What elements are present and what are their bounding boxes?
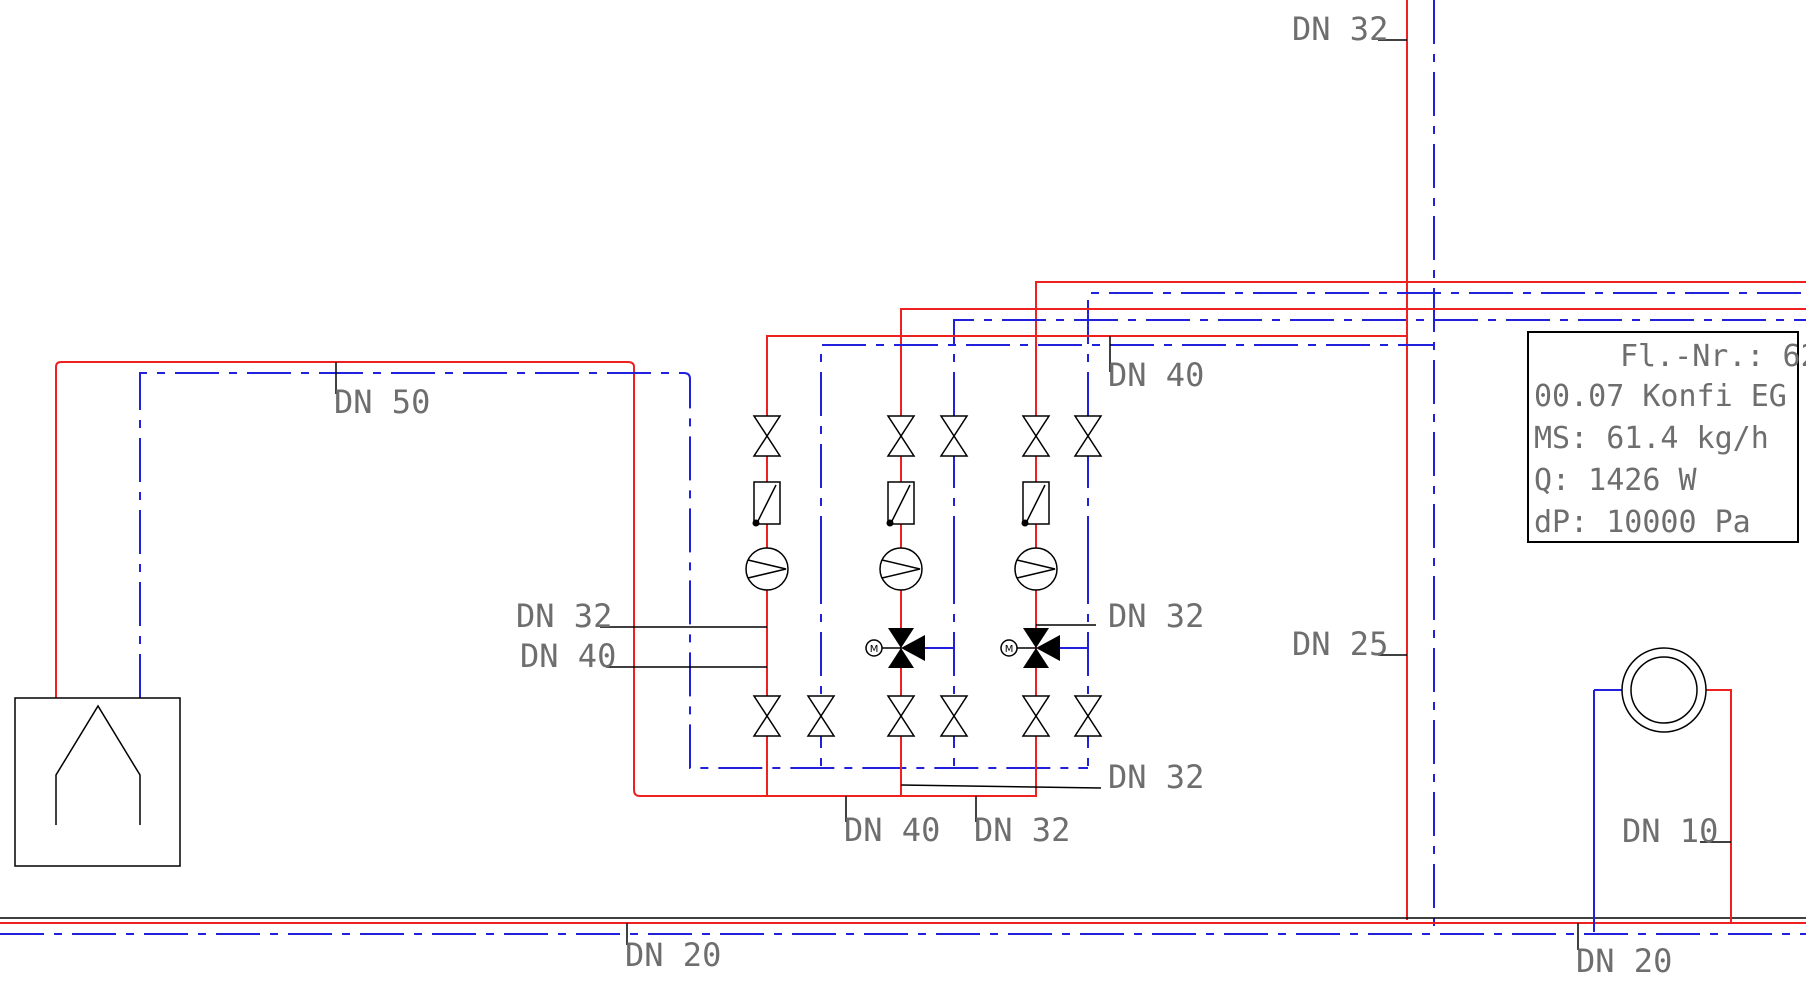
pipe-size-labels: DN 32 DN 50 DN 40 DN 32 DN 40 DN 32 DN 2… [334,10,1718,980]
shutoff-valve-icon [806,695,836,737]
valve-row-lower [752,695,1103,737]
pumps [745,547,1058,591]
main-riser [1406,0,1435,932]
mixing-valves: M M [865,628,1060,668]
label-dn40-left: DN 40 [520,637,616,675]
distributor-pipes [766,560,1089,796]
shutoff-valve-icon [1021,415,1051,457]
label-dn32-right-low: DN 32 [1108,758,1204,796]
valve-row-upper [752,415,1103,457]
pump-icon [1014,547,1058,591]
shutoff-valve-icon [886,695,916,737]
motor-label: M [870,644,879,655]
label-dn32-right-mid: DN 32 [1108,597,1204,635]
label-dn10: DN 10 [1622,812,1718,850]
mixing-valve-icon: M [1000,628,1060,668]
label-dn20-right: DN 20 [1576,942,1672,980]
label-dn32-bottom: DN 32 [974,811,1070,849]
label-dn20-left: DN 20 [625,936,721,974]
label-dn40-bottom: DN 40 [844,811,940,849]
shutoff-valve-icon [1073,415,1103,457]
shutoff-valve-icon [939,695,969,737]
pump-icon [745,547,789,591]
label-dn32-left: DN 32 [516,597,612,635]
info-line-2: 00.07 Konfi EG [1534,379,1787,414]
info-line-1: Fl.-Nr.: 62 [1620,339,1806,374]
info-line-5: dP: 10000 Pa [1534,505,1751,540]
shutoff-valve-icon [939,415,969,457]
shutoff-valve-icon [752,695,782,737]
boiler-unit [14,697,181,867]
info-line-3: MS: 61.4 kg/h [1534,421,1769,456]
check-valve-icon [1021,481,1050,527]
header-lines [766,281,1806,560]
shutoff-valve-icon [1021,695,1051,737]
motor-label: M [1005,644,1014,655]
heat-consumer-icon [1621,647,1707,733]
info-box: Fl.-Nr.: 62 00.07 Konfi EG MS: 61.4 kg/h… [1527,331,1806,543]
mixing-valve-icon: M [865,628,925,668]
check-valves [752,481,1050,527]
check-valve-icon [752,481,781,527]
label-dn40-right: DN 40 [1108,356,1204,394]
shutoff-valve-icon [752,415,782,457]
pump-icon [879,547,923,591]
consumer-branch [1593,647,1732,932]
info-line-4: Q: 1426 W [1534,463,1697,498]
label-dn32-top: DN 32 [1292,10,1388,48]
label-dn50: DN 50 [334,383,430,421]
label-dn25: DN 25 [1292,625,1388,663]
check-valve-icon [886,481,915,527]
leader-lines [335,39,1731,950]
bottom-main-pipes [0,917,1806,935]
shutoff-valve-icon [1073,695,1103,737]
shutoff-valve-icon [886,415,916,457]
